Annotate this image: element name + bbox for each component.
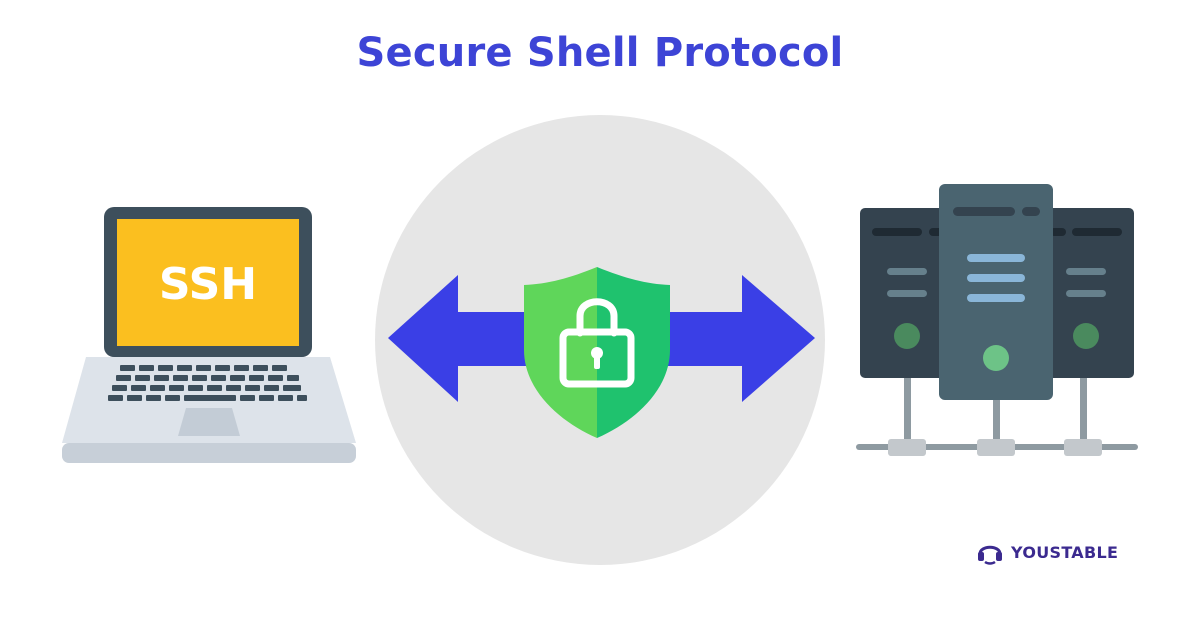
page-title: Secure Shell Protocol (356, 30, 844, 76)
laptop-touchpad (178, 408, 240, 436)
keyboard-keys (108, 365, 307, 401)
brand-logo-icon (978, 545, 1002, 565)
laptop-screen-text: SSH (159, 259, 257, 310)
shield-lock-icon (524, 267, 670, 438)
brand-name: YOUSTABLE (1011, 542, 1119, 562)
laptop-icon (62, 207, 356, 463)
brand-logo: YOUSTABLE (975, 535, 1118, 569)
server-center (939, 184, 1053, 400)
laptop-screen (117, 219, 299, 346)
server-rack-icon (856, 184, 1138, 456)
